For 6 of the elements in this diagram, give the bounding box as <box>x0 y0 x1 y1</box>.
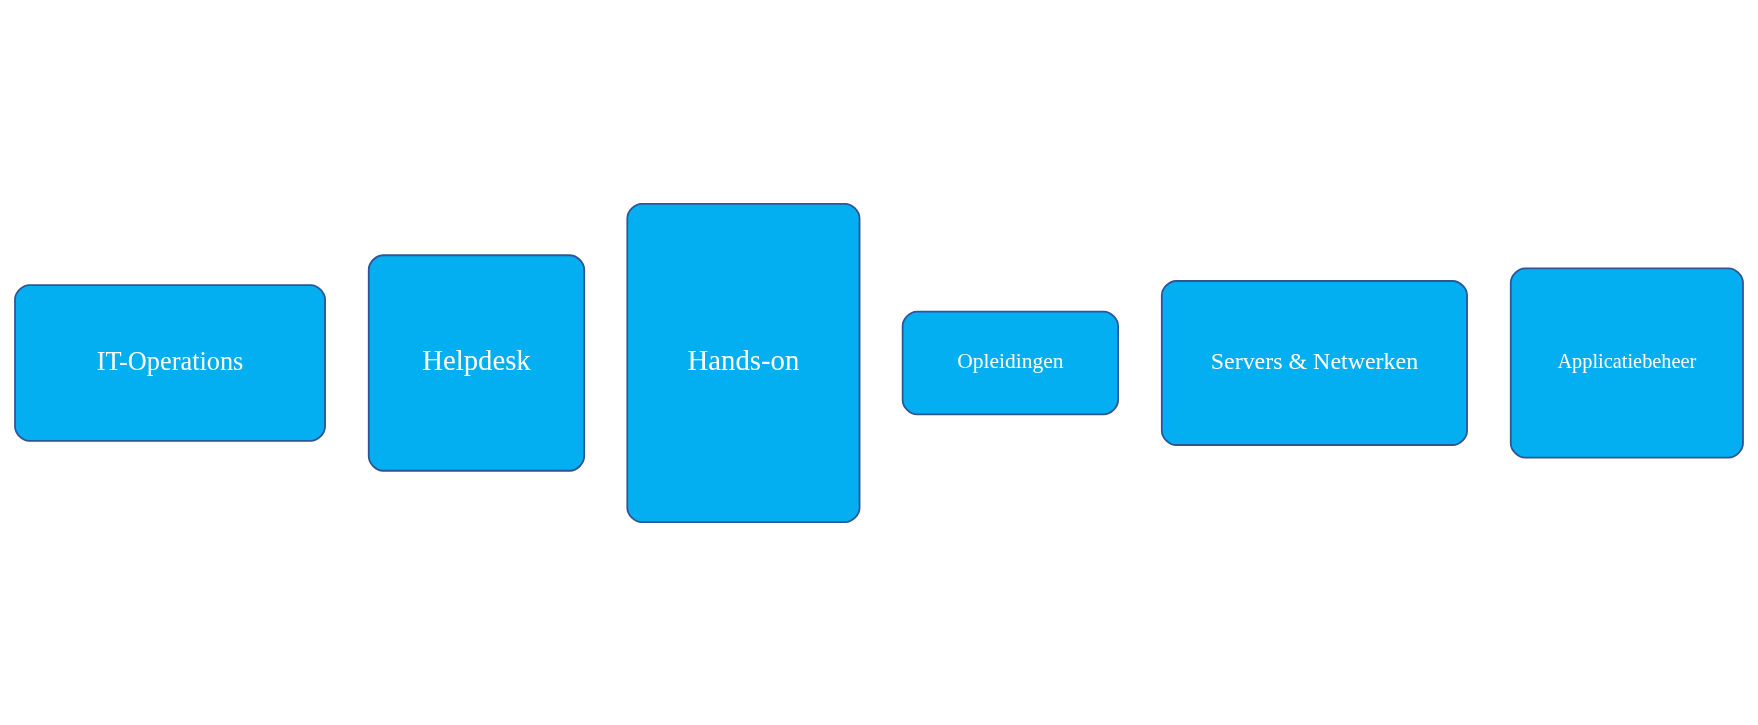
node-box: Servers & Netwerken <box>1160 279 1468 446</box>
node-box: Helpdesk <box>367 253 586 472</box>
node-box: Opleidingen <box>901 310 1119 415</box>
node-box: Hands-on <box>626 202 861 523</box>
node-box: Applicatiebeheer <box>1509 267 1744 458</box>
node-box: IT-Operations <box>14 283 326 442</box>
